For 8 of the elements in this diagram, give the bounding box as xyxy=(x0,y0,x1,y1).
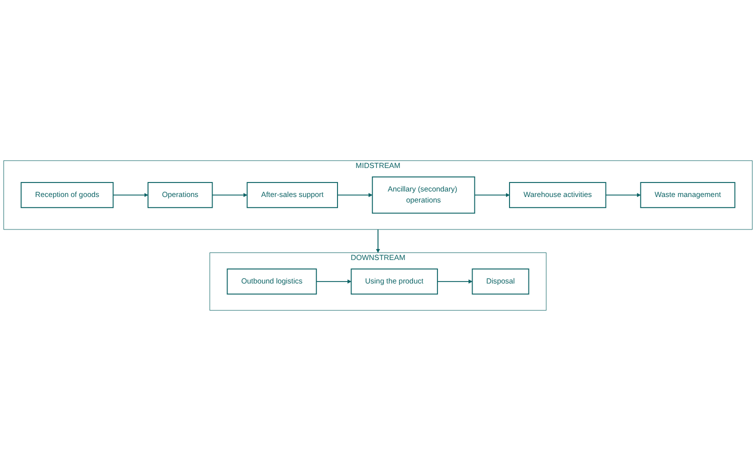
arrow xyxy=(376,229,380,253)
arrow xyxy=(436,279,472,284)
arrow xyxy=(337,193,373,198)
arrow xyxy=(112,193,148,198)
arrow xyxy=(212,193,248,198)
arrow xyxy=(474,193,510,198)
arrow xyxy=(316,279,352,284)
arrow xyxy=(605,193,641,198)
